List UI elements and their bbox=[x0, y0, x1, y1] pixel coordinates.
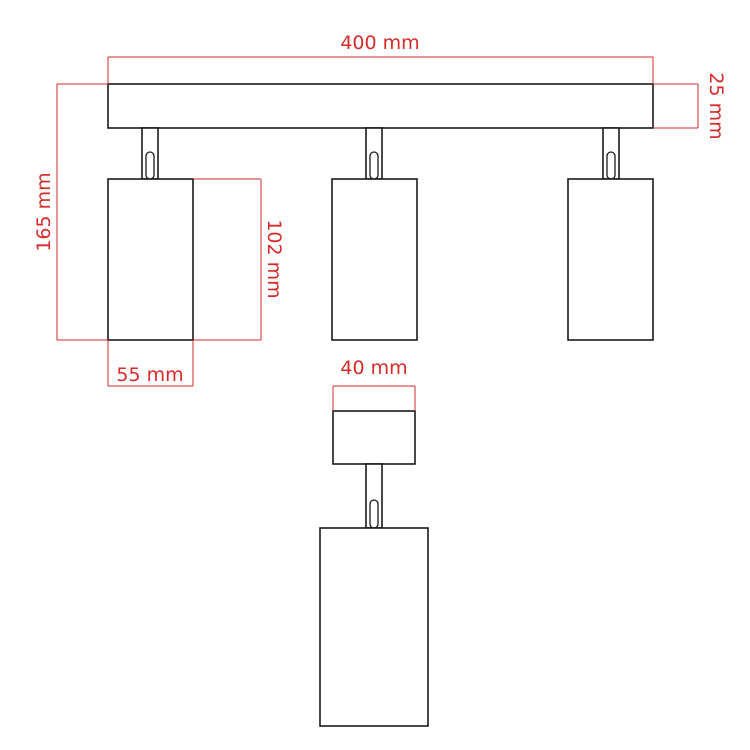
spotlight-2-head bbox=[331, 178, 418, 341]
spotlight-2 bbox=[331, 127, 418, 341]
single-spot-fixture bbox=[319, 410, 429, 727]
base-width-dimension: 40 mm bbox=[332, 357, 416, 411]
spotlight-3-head bbox=[567, 178, 654, 341]
spotlight-1-joint bbox=[145, 151, 155, 180]
three-spot-fixture bbox=[107, 83, 654, 341]
single-spot-head bbox=[319, 527, 429, 727]
head-width-label: 55 mm bbox=[116, 364, 183, 386]
spotlight-1 bbox=[107, 127, 194, 341]
spotlight-3-joint bbox=[606, 151, 616, 180]
base-width-label: 40 mm bbox=[340, 357, 407, 379]
rail-height-label: 25 mm bbox=[705, 72, 727, 139]
length-label: 400 mm bbox=[340, 32, 419, 54]
rail-height-dimension: 25 mm bbox=[653, 72, 727, 140]
length-dimension: 400 mm bbox=[107, 32, 654, 84]
mounting-base bbox=[332, 410, 416, 465]
overall-height-dimension: 165 mm bbox=[33, 83, 108, 341]
spotlight-3 bbox=[567, 127, 654, 341]
spotlight-1-head bbox=[107, 178, 194, 341]
head-width-dimension: 55 mm bbox=[107, 340, 194, 387]
head-height-dimension: 102 mm bbox=[193, 178, 285, 341]
single-spot-joint bbox=[369, 499, 379, 529]
mounting-rail bbox=[107, 83, 654, 129]
head-height-label: 102 mm bbox=[263, 219, 285, 298]
overall-height-label: 165 mm bbox=[33, 172, 55, 251]
spotlight-2-joint bbox=[369, 151, 379, 180]
